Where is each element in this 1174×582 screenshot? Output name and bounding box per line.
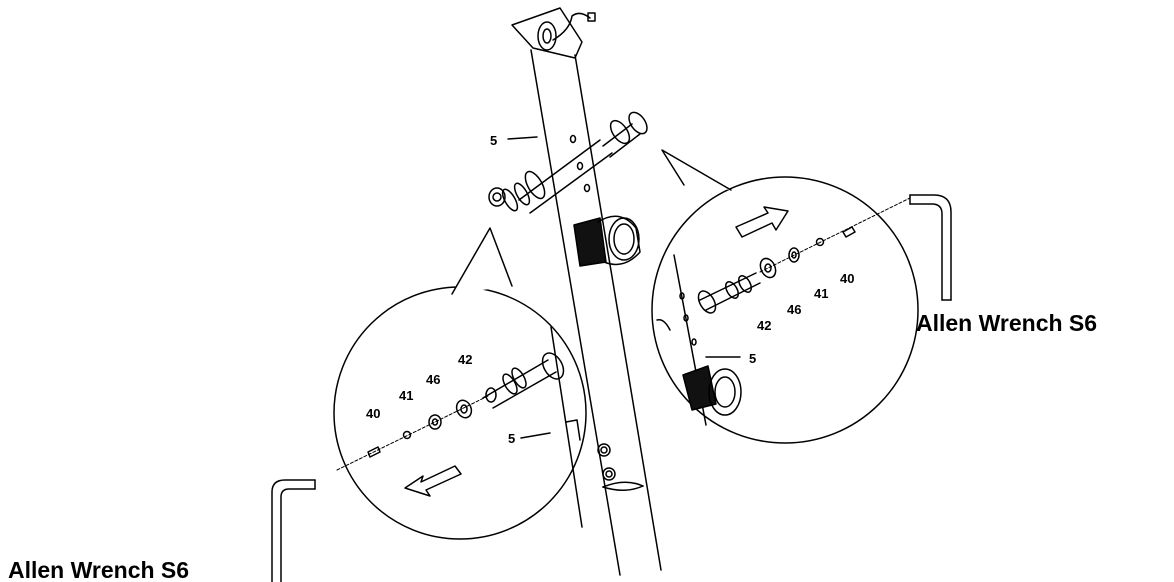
tool-label-right: Allen Wrench S6 [916,310,1097,336]
part-label-40-left: 40 [366,406,380,421]
zoom-callout-left [333,227,587,540]
pedal-axle [488,111,648,214]
part-label-41-left: 41 [399,388,413,403]
top-bracket [511,7,596,59]
part-label-41-right: 41 [814,286,828,301]
main-post [530,49,662,576]
tension-knob [573,215,641,267]
post-label-main: 5 [490,133,497,148]
part-label-46-left: 46 [426,372,440,387]
post-label-left: 5 [508,431,515,446]
zoom-callout-right [651,149,919,444]
part-label-46-right: 46 [787,302,801,317]
lower-bolts [597,443,616,481]
allen-wrench-right [909,194,952,301]
part-label-42-left: 42 [458,352,472,367]
tool-label-left: Allen Wrench S6 [8,557,189,582]
post-label-right: 5 [749,351,756,366]
part-label-40-right: 40 [840,271,854,286]
allen-wrench-left [271,479,316,582]
part-label-42-right: 42 [757,318,771,333]
